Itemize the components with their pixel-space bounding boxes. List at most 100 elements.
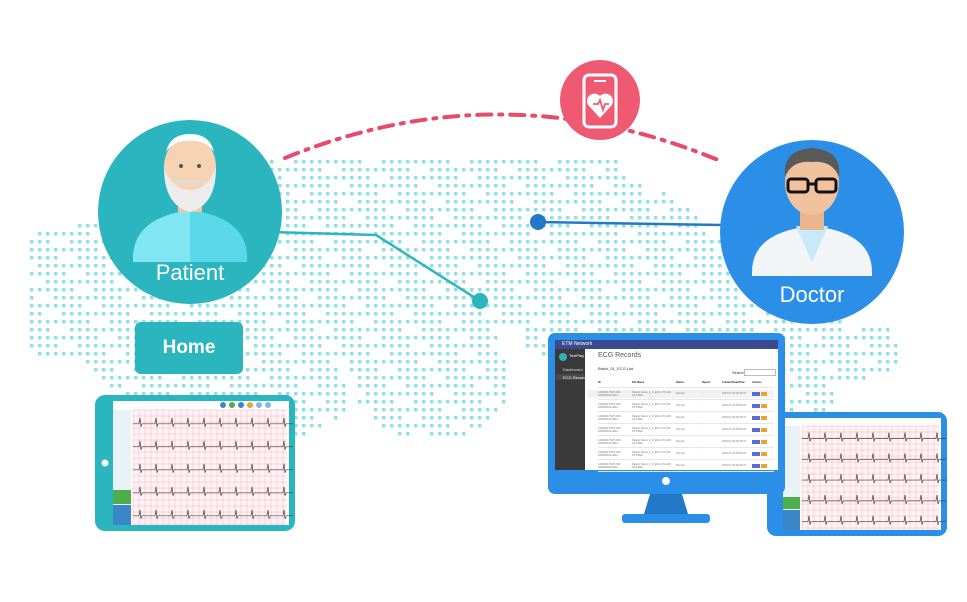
view-button[interactable] (752, 427, 760, 432)
map-dot (366, 256, 370, 260)
map-dot (494, 208, 498, 212)
monitor-sidebar-item-ecg-records[interactable]: ECG Records (563, 375, 588, 380)
map-dot (118, 360, 122, 364)
map-dot (358, 312, 362, 316)
map-dot (406, 408, 410, 412)
map-dot (438, 248, 442, 252)
map-dot (302, 176, 306, 180)
map-dot (446, 360, 450, 364)
map-dot (502, 216, 506, 220)
map-dot (694, 232, 698, 236)
map-dot (446, 416, 450, 420)
map-dot (334, 208, 338, 212)
map-dot (294, 360, 298, 364)
view-button[interactable] (752, 415, 760, 420)
map-dot (654, 320, 658, 324)
map-dot (454, 192, 458, 196)
map-dot (430, 224, 434, 228)
map-dot (662, 272, 666, 276)
map-dot (486, 288, 490, 292)
row-action-buttons[interactable] (752, 403, 774, 408)
map-dot (502, 296, 506, 300)
map-dot (222, 392, 226, 396)
row-action-buttons[interactable] (752, 427, 774, 432)
map-dot (374, 320, 378, 324)
map-dot (54, 256, 58, 260)
map-dot (342, 216, 346, 220)
map-dot (294, 200, 298, 204)
home-button[interactable]: Home (135, 322, 243, 374)
download-button[interactable] (761, 463, 767, 468)
row-action-buttons[interactable] (752, 463, 774, 468)
row-action-buttons[interactable] (752, 415, 774, 420)
map-dot (214, 392, 218, 396)
map-dot (126, 288, 130, 292)
map-dot (318, 296, 322, 300)
map-dot (366, 280, 370, 284)
row-action-buttons[interactable] (752, 451, 774, 456)
map-dot (358, 192, 362, 196)
map-dot (190, 304, 194, 308)
view-button[interactable] (752, 463, 760, 468)
view-button[interactable] (752, 403, 760, 408)
map-dot (590, 280, 594, 284)
monitor-search-input[interactable] (744, 369, 776, 376)
map-dot (494, 360, 498, 364)
map-dot (574, 256, 578, 260)
map-dot (310, 376, 314, 380)
map-dot (38, 256, 42, 260)
map-dot (334, 384, 338, 388)
map-dot (278, 264, 282, 268)
map-dot (406, 360, 410, 364)
view-button[interactable] (752, 451, 760, 456)
map-dot (702, 248, 706, 252)
download-button[interactable] (761, 427, 767, 432)
map-dot (686, 216, 690, 220)
row-action-buttons[interactable] (752, 391, 774, 396)
map-dot (310, 264, 314, 268)
map-dot (838, 376, 842, 380)
map-dot (358, 248, 362, 252)
map-dot (622, 224, 626, 228)
map-dot (278, 344, 282, 348)
map-dot (398, 216, 402, 220)
map-dot (726, 304, 730, 308)
map-dot (86, 256, 90, 260)
row-action-buttons[interactable] (752, 439, 774, 444)
map-dot (350, 352, 354, 356)
map-dot (278, 304, 282, 308)
map-dot (622, 264, 626, 268)
map-dot (286, 392, 290, 396)
map-dot (838, 360, 842, 364)
map-dot (294, 296, 298, 300)
map-dot (318, 288, 322, 292)
map-dot (366, 208, 370, 212)
map-dot (558, 160, 562, 164)
map-dot (30, 240, 34, 244)
map-dot (806, 360, 810, 364)
map-dot (806, 352, 810, 356)
map-dot (334, 312, 338, 316)
monitor-section-title: Batch_01_ECG List (598, 366, 634, 371)
map-dot (374, 416, 378, 420)
map-dot (286, 256, 290, 260)
map-dot (422, 320, 426, 324)
monitor-sidebar-item-dashboard[interactable]: Dashboard (563, 367, 583, 372)
download-button[interactable] (761, 403, 767, 408)
download-button[interactable] (761, 391, 767, 396)
map-dot (310, 192, 314, 196)
map-dot (822, 376, 826, 380)
download-button[interactable] (761, 439, 767, 444)
map-dot (382, 424, 386, 428)
download-button[interactable] (761, 415, 767, 420)
download-button[interactable] (761, 451, 767, 456)
map-dot (334, 352, 338, 356)
map-dot (286, 328, 290, 332)
map-dot (526, 312, 530, 316)
map-dot (526, 296, 530, 300)
view-button[interactable] (752, 391, 760, 396)
map-dot (566, 320, 570, 324)
view-button[interactable] (752, 439, 760, 444)
map-dot (790, 408, 794, 412)
